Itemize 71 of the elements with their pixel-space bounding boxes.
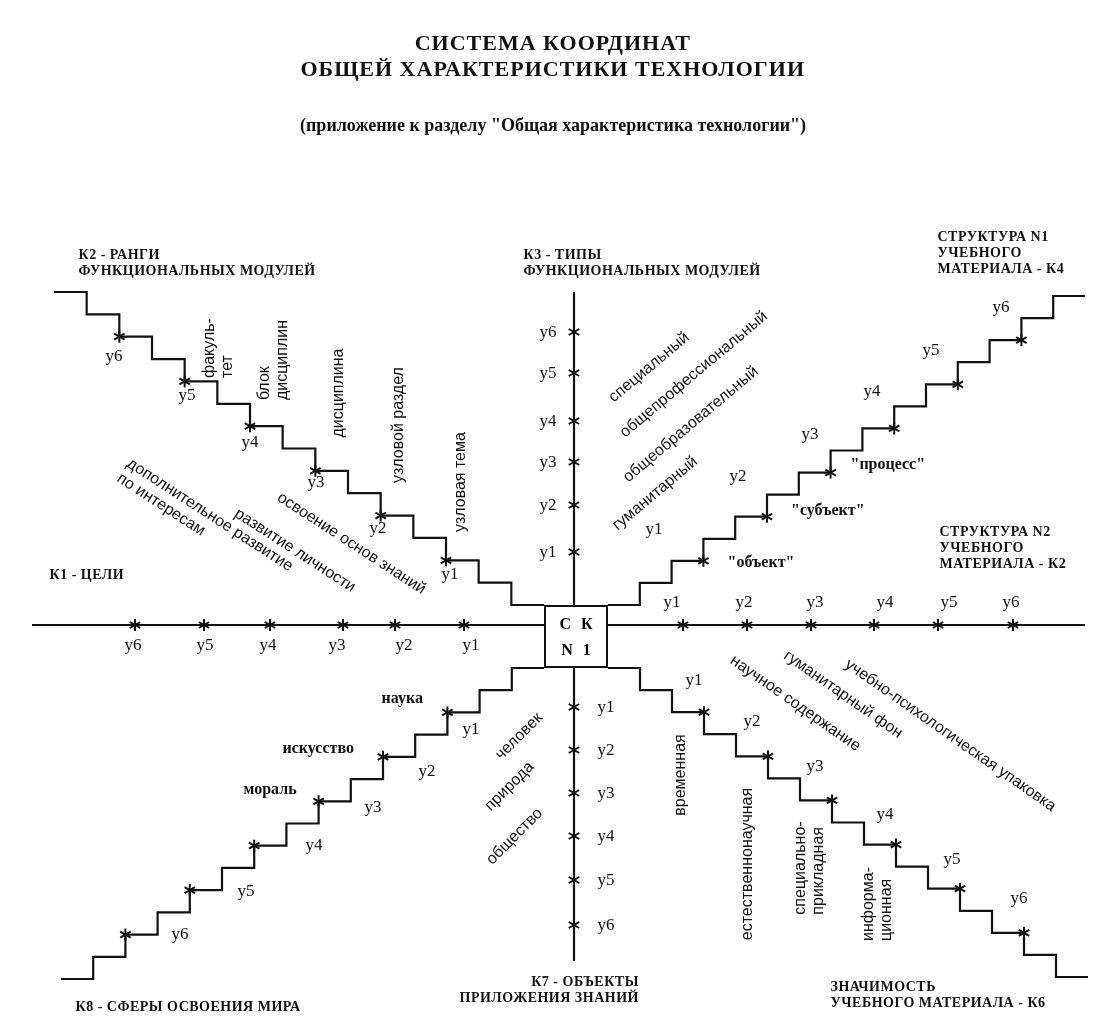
tick-label: у4: [539, 411, 557, 431]
axis-value-label: специально- прикладная: [790, 821, 827, 915]
tick-label: у6: [1002, 592, 1020, 612]
tick-label: у6: [992, 297, 1010, 317]
tick-label: у3: [307, 472, 325, 492]
tick-label: у5: [237, 881, 255, 901]
tick-label: у3: [328, 635, 346, 655]
tick-label: у6: [1010, 888, 1028, 908]
axis-value-label: "процесс": [850, 455, 926, 473]
tick-label: у1: [685, 670, 703, 690]
tick-label: у6: [124, 635, 142, 655]
axis-value-label: "объект": [727, 553, 795, 571]
tick-label: у5: [539, 363, 557, 383]
tick-label: у3: [539, 452, 557, 472]
tick-label: у6: [171, 924, 189, 944]
tick-label: у4: [597, 826, 615, 846]
axis-value-label: узловая тема: [450, 432, 469, 532]
axis-title: К2 - РАНГИ ФУНКЦИОНАЛЬНЫХ МОДУЛЕЙ: [78, 247, 316, 279]
tick-label: у4: [863, 381, 881, 401]
axis-title: СТРУКТУРА N2 УЧЕБНОГО МАТЕРИАЛА - К2: [939, 524, 1067, 572]
tick-label: у6: [539, 322, 557, 342]
tick-label: у1: [462, 719, 480, 739]
tick-label: у2: [735, 592, 753, 612]
axis-title: СТРУКТУРА N1 УЧЕБНОГО МАТЕРИАЛА - К4: [937, 229, 1065, 277]
axis-value-label: дисциплина: [328, 348, 346, 438]
axis-value-label: мораль: [243, 780, 297, 798]
tick-label: у4: [876, 592, 894, 612]
tick-label: у4: [305, 835, 323, 855]
axis-value-label: естественнонаучная: [738, 787, 757, 941]
tick-label: у4: [876, 804, 894, 824]
axis-title: К3 - ТИПЫ ФУНКЦИОНАЛЬНЫХ МОДУЛЕЙ: [523, 247, 761, 279]
tick-label: у1: [663, 592, 681, 612]
tick-label: у6: [597, 915, 615, 935]
axis-title: К7 - ОБЪЕКТЫ ПРИЛОЖЕНИЯ ЗНАНИЙ: [459, 974, 639, 1006]
axis-value-label: наука: [381, 689, 423, 707]
tick-label: у5: [196, 635, 214, 655]
tick-label: у1: [539, 542, 557, 562]
axis-value-label: "субъект": [791, 501, 865, 519]
axis-value-label: временная: [670, 734, 689, 816]
tick-label: у2: [418, 761, 436, 781]
tick-label: у5: [922, 340, 940, 360]
axis-value-label: блок дисциплин: [255, 319, 292, 401]
tick-label: у3: [801, 424, 819, 444]
tick-label: у1: [597, 697, 615, 717]
tick-label: у6: [105, 346, 123, 366]
axis-value-label: искусство: [282, 739, 354, 757]
axis-title: ЗНАЧИМОСТЬ УЧЕБНОГО МАТЕРИАЛА - К6: [830, 979, 1046, 1011]
tick-label: у3: [806, 592, 824, 612]
tick-label: у5: [597, 870, 615, 890]
tick-label: у1: [462, 635, 480, 655]
tick-label: у2: [539, 495, 557, 515]
tick-label: у1: [441, 564, 459, 584]
tick-label: у3: [364, 797, 382, 817]
title: СИСТЕМА КООРДИНАТ ОБЩЕЙ ХАРАКТЕРИСТИКИ ТЕХНОЛОГИИ: [300, 30, 806, 82]
tick-label: у5: [940, 592, 958, 612]
axis-value-label: факуль- тет: [199, 318, 236, 378]
tick-label: у4: [259, 635, 277, 655]
tick-label: у3: [597, 783, 615, 803]
tick-label: у5: [178, 385, 196, 405]
tick-label: у2: [395, 635, 413, 655]
tick-label: у2: [597, 740, 615, 760]
axis-value-label: узловой раздел: [388, 367, 407, 483]
tick-label: у3: [806, 756, 824, 776]
center-box: С К N 1: [544, 605, 608, 668]
tick-label: у2: [743, 711, 761, 731]
axis-title: К1 - ЦЕЛИ: [49, 567, 125, 583]
subtitle: (приложение к разделу "Общая характеристика технологии"): [300, 114, 807, 136]
tick-label: у4: [241, 432, 259, 452]
tick-label: у5: [943, 849, 961, 869]
axis-title: К8 - СФЕРЫ ОСВОЕНИЯ МИРА: [75, 999, 301, 1015]
axis-value-label: информа- ционная: [859, 867, 895, 941]
